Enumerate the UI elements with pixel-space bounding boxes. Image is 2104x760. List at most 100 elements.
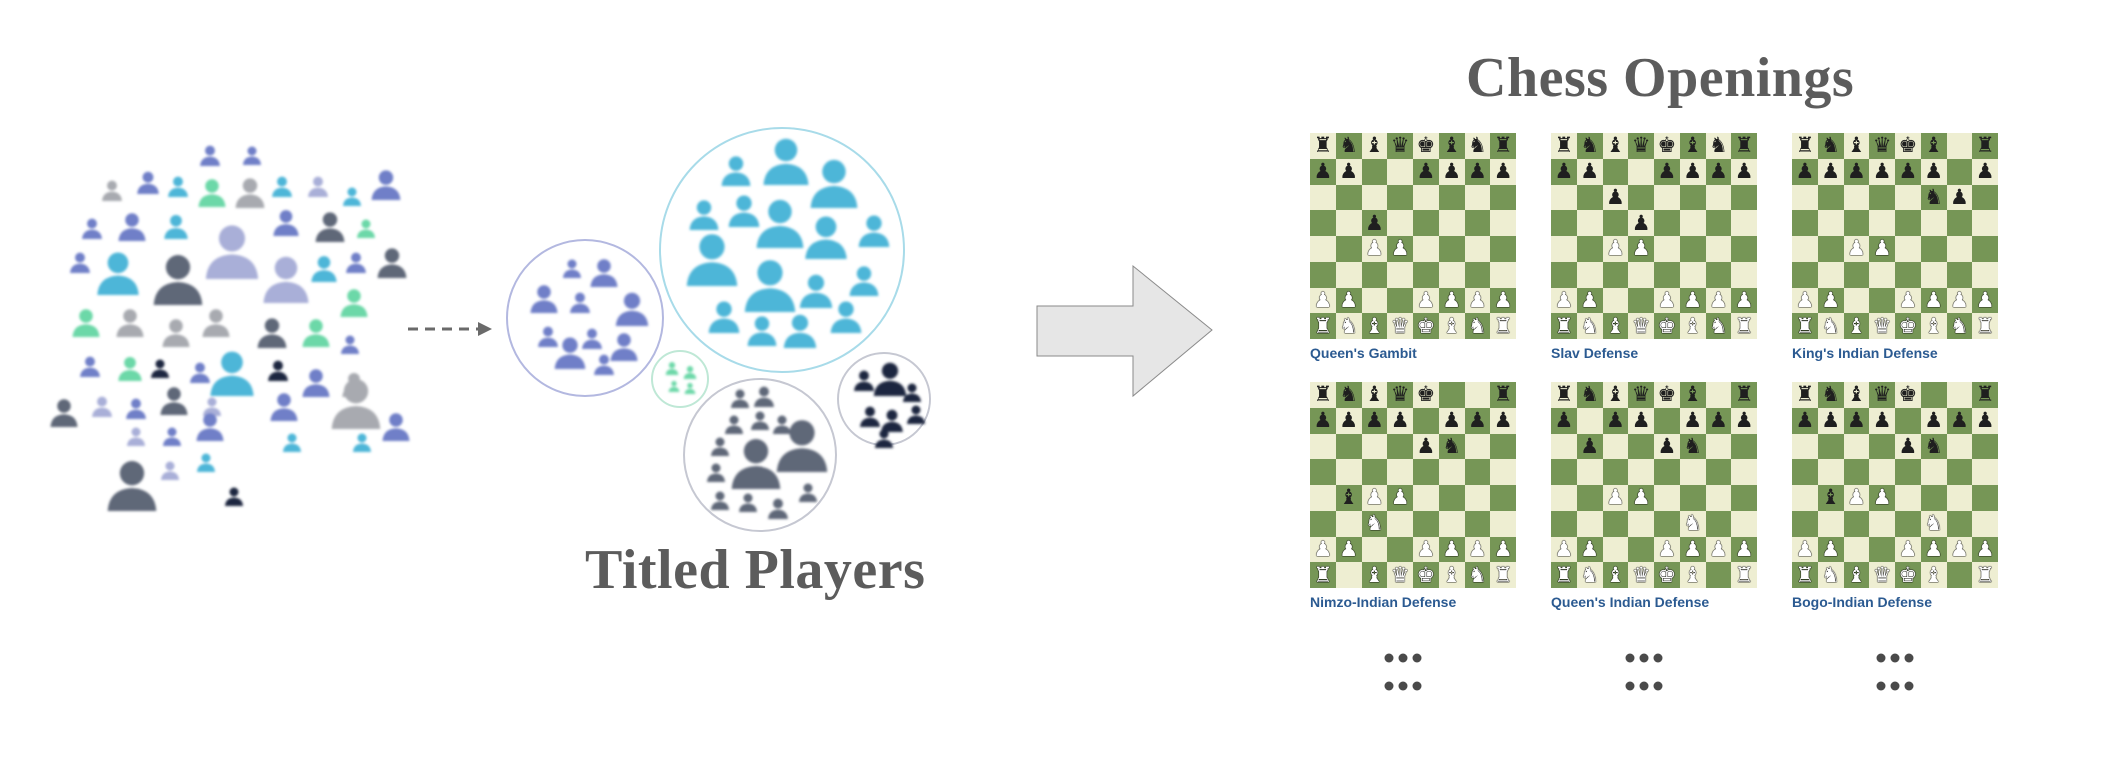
board-square [1628,510,1654,537]
board-square [1387,158,1413,185]
white-rook-icon: ♜ [1734,313,1754,338]
black-rook-icon: ♜ [1554,382,1574,407]
white-pawn-icon: ♟ [1872,485,1892,510]
person-icon [343,187,361,206]
board-square [1946,433,1973,460]
white-pawn-icon: ♟ [1657,287,1677,312]
opening-card: ♜♞♝♛♚♝♜♟♟♟♟♟♟♟♞♟♟♟♟♟♟♟♟♟♜♞♝♛♚♝♞♜ King's … [1792,133,1998,361]
board-square [1387,261,1413,288]
white-rook-icon: ♜ [1975,562,1995,587]
opening-card: ♜♞♝♛♚♝♞♜♟♟♟♟♟♟♟♟♟♟♟♟♟♟♟♟♜♞♝♛♚♝♞♜ Slav De… [1551,133,1757,361]
board-square: ♟ [1551,158,1577,185]
black-rook-icon: ♜ [1493,133,1513,158]
chessboard: ♜♞♝♛♚♝♜♟♟♟♟♟♟♟♞♟♟♟♟♟♟♟♟♟♜♞♝♛♚♝♞♜ [1792,133,1998,339]
board-square: ♜ [1310,382,1336,408]
board-square: ♟ [1843,485,1870,511]
black-king-icon: ♚ [1898,133,1918,158]
board-square: ♟ [1464,407,1491,434]
board-square: ♞ [1705,313,1732,339]
board-square: ♟ [1464,158,1491,185]
black-pawn-icon: ♟ [1795,159,1815,184]
board-square: ♜ [1731,133,1757,159]
white-pawn-icon: ♟ [1872,236,1892,261]
black-knight-icon: ♞ [1467,133,1487,158]
person-icon [302,319,330,347]
board-square [1792,184,1818,211]
board-square: ♟ [1679,158,1706,185]
board-square [1310,459,1336,485]
black-pawn-icon: ♟ [1631,210,1651,235]
board-square: ♟ [1817,158,1844,185]
board-square [1705,459,1732,485]
board-square: ♜ [1972,382,1998,408]
white-knight-icon: ♞ [1339,313,1359,338]
board-square: ♟ [1490,287,1516,314]
black-pawn-icon: ♟ [1949,408,1969,433]
board-square [1387,459,1413,485]
person-icon [225,487,243,506]
board-square [1705,562,1732,588]
white-knight-icon: ♞ [1580,562,1600,587]
board-square: ♟ [1895,433,1921,460]
board-square [1705,236,1732,262]
black-pawn-icon: ♟ [1708,159,1728,184]
board-square: ♝ [1679,313,1706,339]
board-square: ♝ [1361,133,1388,159]
black-pawn-icon: ♟ [1416,159,1436,184]
board-square: ♛ [1628,562,1654,588]
board-square [1310,261,1336,288]
board-square: ♝ [1679,382,1706,408]
white-pawn-icon: ♟ [1364,485,1384,510]
black-rook-icon: ♜ [1313,133,1333,158]
white-pawn-icon: ♟ [1846,485,1866,510]
white-queen-icon: ♛ [1390,313,1410,338]
opening-label: Slav Defense [1551,345,1639,361]
person-icon [196,413,224,441]
board-square [1654,261,1680,288]
black-rook-icon: ♜ [1795,133,1815,158]
board-square [1679,184,1706,211]
board-square: ♟ [1817,287,1844,314]
board-square [1310,510,1336,537]
board-square: ♞ [1438,433,1465,460]
white-queen-icon: ♛ [1390,562,1410,587]
person-icon [341,335,359,354]
black-pawn-icon: ♟ [1657,159,1677,184]
board-square [1387,433,1413,460]
board-square: ♛ [1628,313,1654,339]
black-king-icon: ♚ [1416,133,1436,158]
board-square [1972,261,1998,288]
board-square: ♚ [1895,382,1921,408]
board-square [1438,459,1465,485]
board-square [1946,158,1973,185]
black-pawn-icon: ♟ [1975,159,1995,184]
black-pawn-icon: ♟ [1313,159,1333,184]
black-pawn-icon: ♟ [1683,408,1703,433]
board-square: ♟ [1869,158,1895,185]
person-icon [357,219,375,238]
board-square [1361,536,1388,563]
person-icon [118,213,146,241]
board-square [1654,510,1680,537]
board-square: ♚ [1654,382,1680,408]
black-pawn-icon: ♟ [1872,159,1892,184]
board-square: ♞ [1361,510,1388,537]
black-pawn-icon: ♟ [1821,408,1841,433]
board-square: ♝ [1920,562,1947,588]
white-pawn-icon: ♟ [1467,287,1487,312]
board-square [1705,261,1732,288]
board-square: ♟ [1946,536,1973,563]
white-bishop-icon: ♝ [1924,562,1944,587]
board-square [1361,261,1388,288]
board-square: ♜ [1551,313,1577,339]
person-icon [168,176,188,197]
board-square [1679,210,1706,236]
white-knight-icon: ♞ [1821,313,1841,338]
board-square [1679,261,1706,288]
board-square [1817,433,1844,460]
board-square: ♚ [1654,313,1680,339]
board-square [1602,210,1629,236]
board-square [1920,210,1947,236]
board-square: ♟ [1654,158,1680,185]
white-knight-icon: ♞ [1580,313,1600,338]
